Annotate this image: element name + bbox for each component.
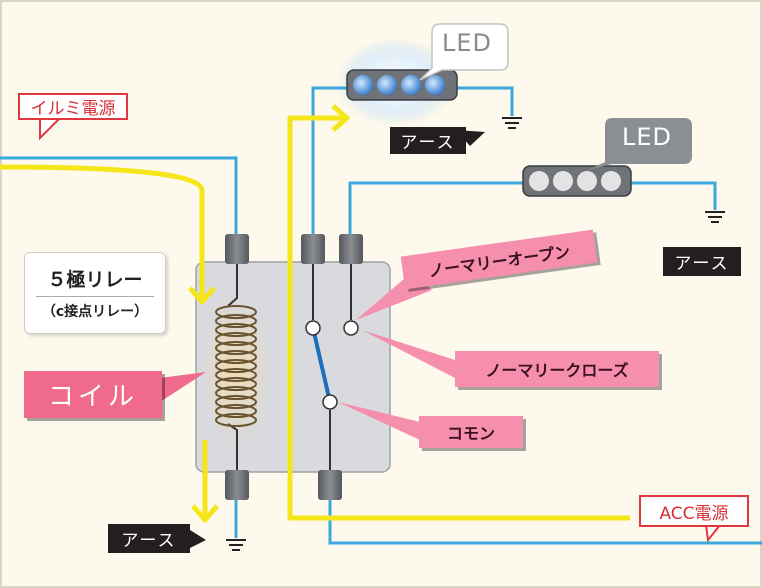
- relay-terminals: [225, 234, 363, 500]
- current-arrows: [0, 104, 630, 523]
- normally-closed-label: ノーマリークローズ: [455, 351, 659, 387]
- wire-led-right-in: [348, 181, 524, 240]
- led-right-bubble: [588, 118, 692, 170]
- relay-title: ５極リレー: [47, 269, 143, 291]
- relay-internal-wiring: [227, 264, 352, 470]
- wire-led-right-ground: [630, 181, 717, 210]
- illumi-power-label: イルミ電源: [18, 93, 128, 120]
- contact-no: [343, 320, 359, 336]
- ground-symbol-icon: [502, 117, 522, 129]
- terminal-no: [339, 234, 363, 264]
- relay-switch-icon: [305, 320, 359, 410]
- led-bar-lit-icon: [346, 69, 458, 101]
- relay-divider: [36, 296, 154, 297]
- terminal-coil-top: [225, 234, 249, 264]
- led-top-bubble: [419, 23, 509, 81]
- arrow-head-led: [331, 104, 350, 132]
- ground-symbol-icon: [226, 539, 246, 551]
- relay-subtitle: （c接点リレー）: [41, 304, 149, 320]
- led-top-label: LED: [442, 29, 493, 57]
- contact-nc: [305, 320, 321, 336]
- arrow-head-ground: [191, 504, 219, 523]
- terminal-coil-bottom: [225, 470, 249, 500]
- coil-label: コイル: [24, 371, 162, 418]
- ground-top-label: アース: [390, 127, 466, 154]
- ground-bottom-label: アース: [108, 524, 190, 553]
- wire-illumi-to-coil: [0, 156, 238, 240]
- coil-winding-icon: [215, 305, 257, 427]
- acc-power-label: ACC電源: [639, 495, 749, 527]
- ground-right-label: アース: [663, 247, 741, 276]
- led-right-label: LED: [622, 123, 673, 151]
- wire-led-top-in: [311, 86, 348, 240]
- wire-led-top-ground: [456, 86, 514, 116]
- common-label: コモン: [419, 416, 523, 448]
- wire-common-acc: [328, 500, 762, 545]
- led-bar-unlit-icon: [522, 165, 632, 197]
- arrow-head-illumi: [188, 286, 216, 305]
- arrow-acc-current: [287, 115, 630, 521]
- terminal-nc: [301, 234, 325, 264]
- ground-symbol-icon: [705, 211, 725, 223]
- arrow-illumi-current: [0, 164, 205, 300]
- contact-common: [322, 394, 338, 410]
- relay-info-box: ５極リレー （c接点リレー）: [24, 252, 166, 334]
- terminal-common: [318, 470, 342, 500]
- blue-wires: [0, 86, 762, 545]
